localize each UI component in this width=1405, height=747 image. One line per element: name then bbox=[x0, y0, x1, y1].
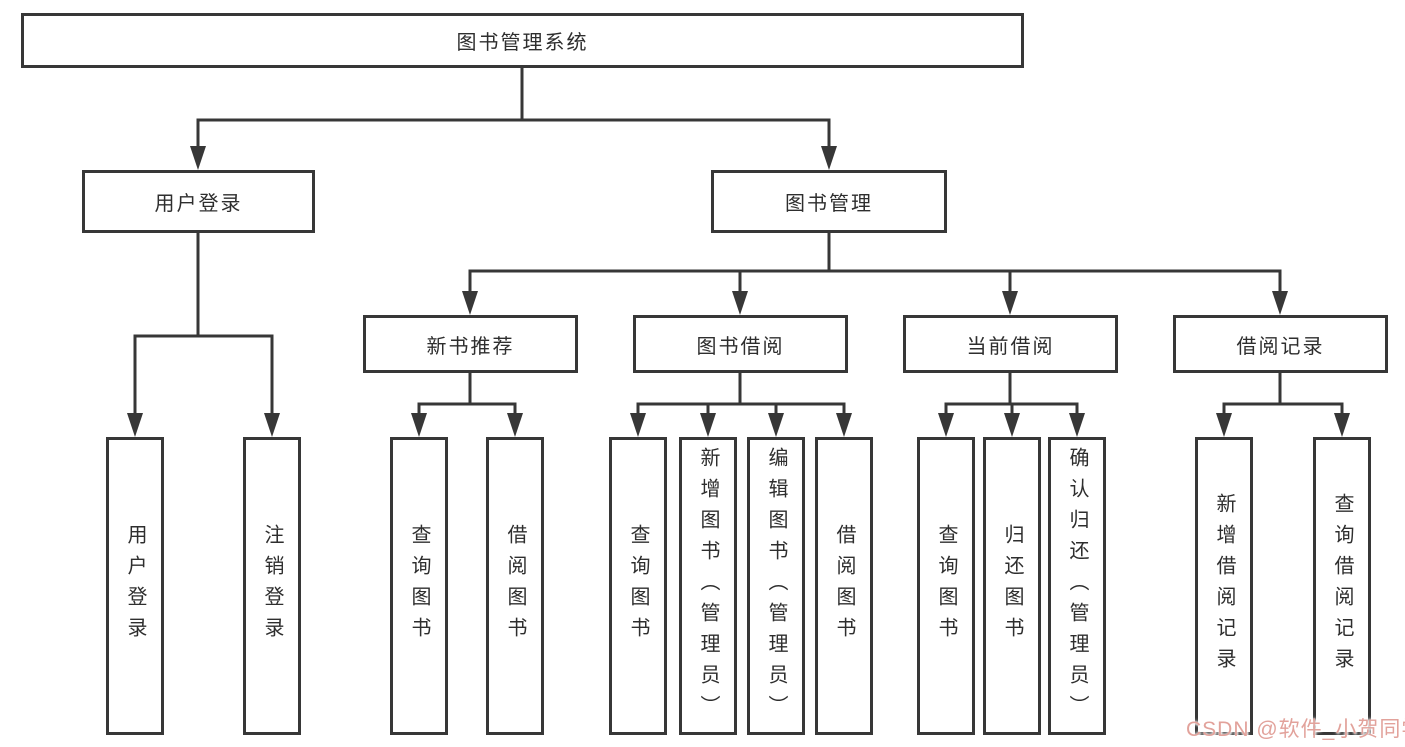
leaf-add-borrow-record: 新增借阅记录 bbox=[1195, 437, 1253, 735]
leaf-confirm-return-admin: 确认归还（管理员） bbox=[1048, 437, 1106, 735]
node-library-management-system: 图书管理系统 bbox=[21, 13, 1024, 68]
node-label: 新增借阅记录 bbox=[1213, 493, 1235, 679]
node-label: 借阅记录 bbox=[1236, 335, 1325, 358]
leaf-user-login: 用户登录 bbox=[106, 437, 164, 735]
node-label: 归还图书 bbox=[1001, 524, 1023, 648]
leaf-query-books-current: 查询图书 bbox=[917, 437, 975, 735]
leaf-return-books: 归还图书 bbox=[983, 437, 1041, 735]
node-label: 查询图书 bbox=[935, 524, 957, 648]
leaf-logout: 注销登录 bbox=[243, 437, 301, 735]
node-label: 编辑图书（管理员） bbox=[765, 446, 787, 726]
leaf-query-books-borrow: 查询图书 bbox=[609, 437, 667, 735]
node-label: 查询借阅记录 bbox=[1331, 493, 1353, 679]
node-label: 注销登录 bbox=[261, 524, 283, 648]
node-label: 新增图书（管理员） bbox=[697, 446, 719, 726]
node-user-login: 用户登录 bbox=[82, 170, 315, 233]
node-label: 新书推荐 bbox=[426, 335, 515, 358]
node-label: 用户登录 bbox=[124, 524, 146, 648]
csdn-watermark: CSDN @软件_小贺同学 bbox=[1186, 718, 1405, 741]
node-label: 用户登录 bbox=[154, 193, 243, 215]
node-label: 借阅图书 bbox=[504, 524, 526, 648]
leaf-borrow-books: 借阅图书 bbox=[815, 437, 873, 735]
node-book-borrowing: 图书借阅 bbox=[633, 315, 848, 373]
node-label: 借阅图书 bbox=[833, 524, 855, 648]
node-label: 确认归还（管理员） bbox=[1066, 446, 1088, 726]
node-label: 图书管理系统 bbox=[456, 32, 589, 54]
node-new-book-recommend: 新书推荐 bbox=[363, 315, 578, 373]
leaf-query-borrow-record: 查询借阅记录 bbox=[1313, 437, 1371, 735]
node-label: 图书管理 bbox=[785, 193, 873, 215]
node-label: 当前借阅 bbox=[966, 335, 1055, 358]
node-label: 查询图书 bbox=[627, 524, 649, 648]
node-book-management: 图书管理 bbox=[711, 170, 947, 233]
leaf-query-books-recommend: 查询图书 bbox=[390, 437, 448, 735]
leaf-add-books-admin: 新增图书（管理员） bbox=[679, 437, 737, 735]
node-label: 查询图书 bbox=[408, 524, 430, 648]
leaf-borrow-books-recommend: 借阅图书 bbox=[486, 437, 544, 735]
node-current-borrowing: 当前借阅 bbox=[903, 315, 1118, 373]
leaf-edit-books-admin: 编辑图书（管理员） bbox=[747, 437, 805, 735]
node-label: 图书借阅 bbox=[696, 335, 785, 358]
node-borrowing-records: 借阅记录 bbox=[1173, 315, 1388, 373]
